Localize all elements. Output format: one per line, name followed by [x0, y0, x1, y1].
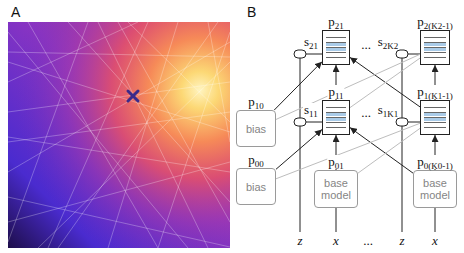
subscript: 11	[309, 109, 318, 119]
model-box: p10bias	[236, 110, 276, 147]
symbol-label: ...	[360, 106, 372, 120]
panel-letter: A	[10, 4, 21, 20]
row-stripe	[326, 57, 346, 61]
connector	[350, 58, 420, 107]
subscript: 0(K0-1)	[424, 161, 453, 171]
symbol-label: s11	[303, 103, 319, 117]
symbol-label: z	[296, 234, 303, 248]
subscript: 1K1	[383, 109, 399, 119]
connector	[350, 128, 413, 174]
optimum-marker	[128, 91, 138, 101]
symbol-label: s1K1	[377, 103, 400, 117]
symbol-label: s2K2	[377, 35, 400, 49]
subscript: 01	[335, 161, 344, 171]
row-stripe	[424, 117, 446, 121]
parameter-stack: p1(K1-1)	[420, 100, 450, 135]
symbol-label: ...	[360, 38, 372, 52]
row-stripe	[326, 117, 346, 121]
parameter-label: p00	[247, 153, 265, 167]
parameter-label: p11	[327, 85, 344, 99]
row-stripe	[326, 127, 346, 131]
subscript: 2K2	[383, 41, 399, 51]
box-text: base model	[317, 177, 355, 201]
box-text: bias	[239, 123, 273, 135]
row-stripe	[326, 37, 346, 41]
subscript: 2(K2-1)	[424, 21, 453, 31]
symbol-label: s21	[303, 35, 319, 49]
row-stripe	[424, 57, 446, 61]
parameter-label: p21	[327, 15, 345, 29]
parameter-stack: p21	[322, 30, 350, 65]
parameter-label: p2(K2-1)	[416, 15, 454, 29]
row-stripe	[424, 107, 446, 111]
switch-symbol	[294, 50, 408, 126]
row-stripe	[424, 42, 446, 46]
symbol-label: ...	[362, 234, 374, 248]
box-text: base model	[416, 177, 454, 201]
row-stripe	[326, 47, 346, 51]
panel-letter: B	[246, 4, 257, 20]
parameter-label: p01	[327, 155, 345, 169]
model-box: p00bias	[236, 168, 276, 205]
subscript: 00	[255, 159, 264, 169]
heatmap	[8, 22, 230, 248]
row-stripe	[326, 112, 346, 116]
row-stripe	[326, 42, 346, 46]
row-stripe	[424, 52, 446, 56]
row-stripe	[326, 122, 346, 126]
subscript: 21	[335, 21, 344, 31]
model-box: p01base model	[314, 170, 358, 208]
row-stripe	[326, 107, 346, 111]
connector	[358, 128, 420, 173]
row-stripe	[424, 112, 446, 116]
subscript: 10	[255, 101, 264, 111]
symbol-label: z	[398, 234, 405, 248]
parameter-label: p0(K0-1)	[416, 155, 454, 169]
box-text: bias	[239, 181, 273, 193]
parameter-label: p10	[247, 95, 265, 109]
parameter-label: p1(K1-1)	[416, 85, 454, 99]
row-stripe	[424, 37, 446, 41]
subscript: 1(K1-1)	[424, 91, 453, 101]
symbol-label: x	[332, 234, 340, 248]
model-box: p0(K0-1)base model	[413, 170, 457, 208]
row-stripe	[424, 122, 446, 126]
parameter-stack: p2(K2-1)	[420, 30, 450, 65]
row-stripe	[424, 127, 446, 131]
row-stripe	[424, 47, 446, 51]
row-stripe	[326, 52, 346, 56]
subscript: 11	[335, 91, 344, 101]
connector	[350, 57, 420, 106]
parameter-stack: p11	[322, 100, 350, 135]
symbol-label: x	[431, 234, 439, 248]
subscript: 21	[309, 41, 318, 51]
